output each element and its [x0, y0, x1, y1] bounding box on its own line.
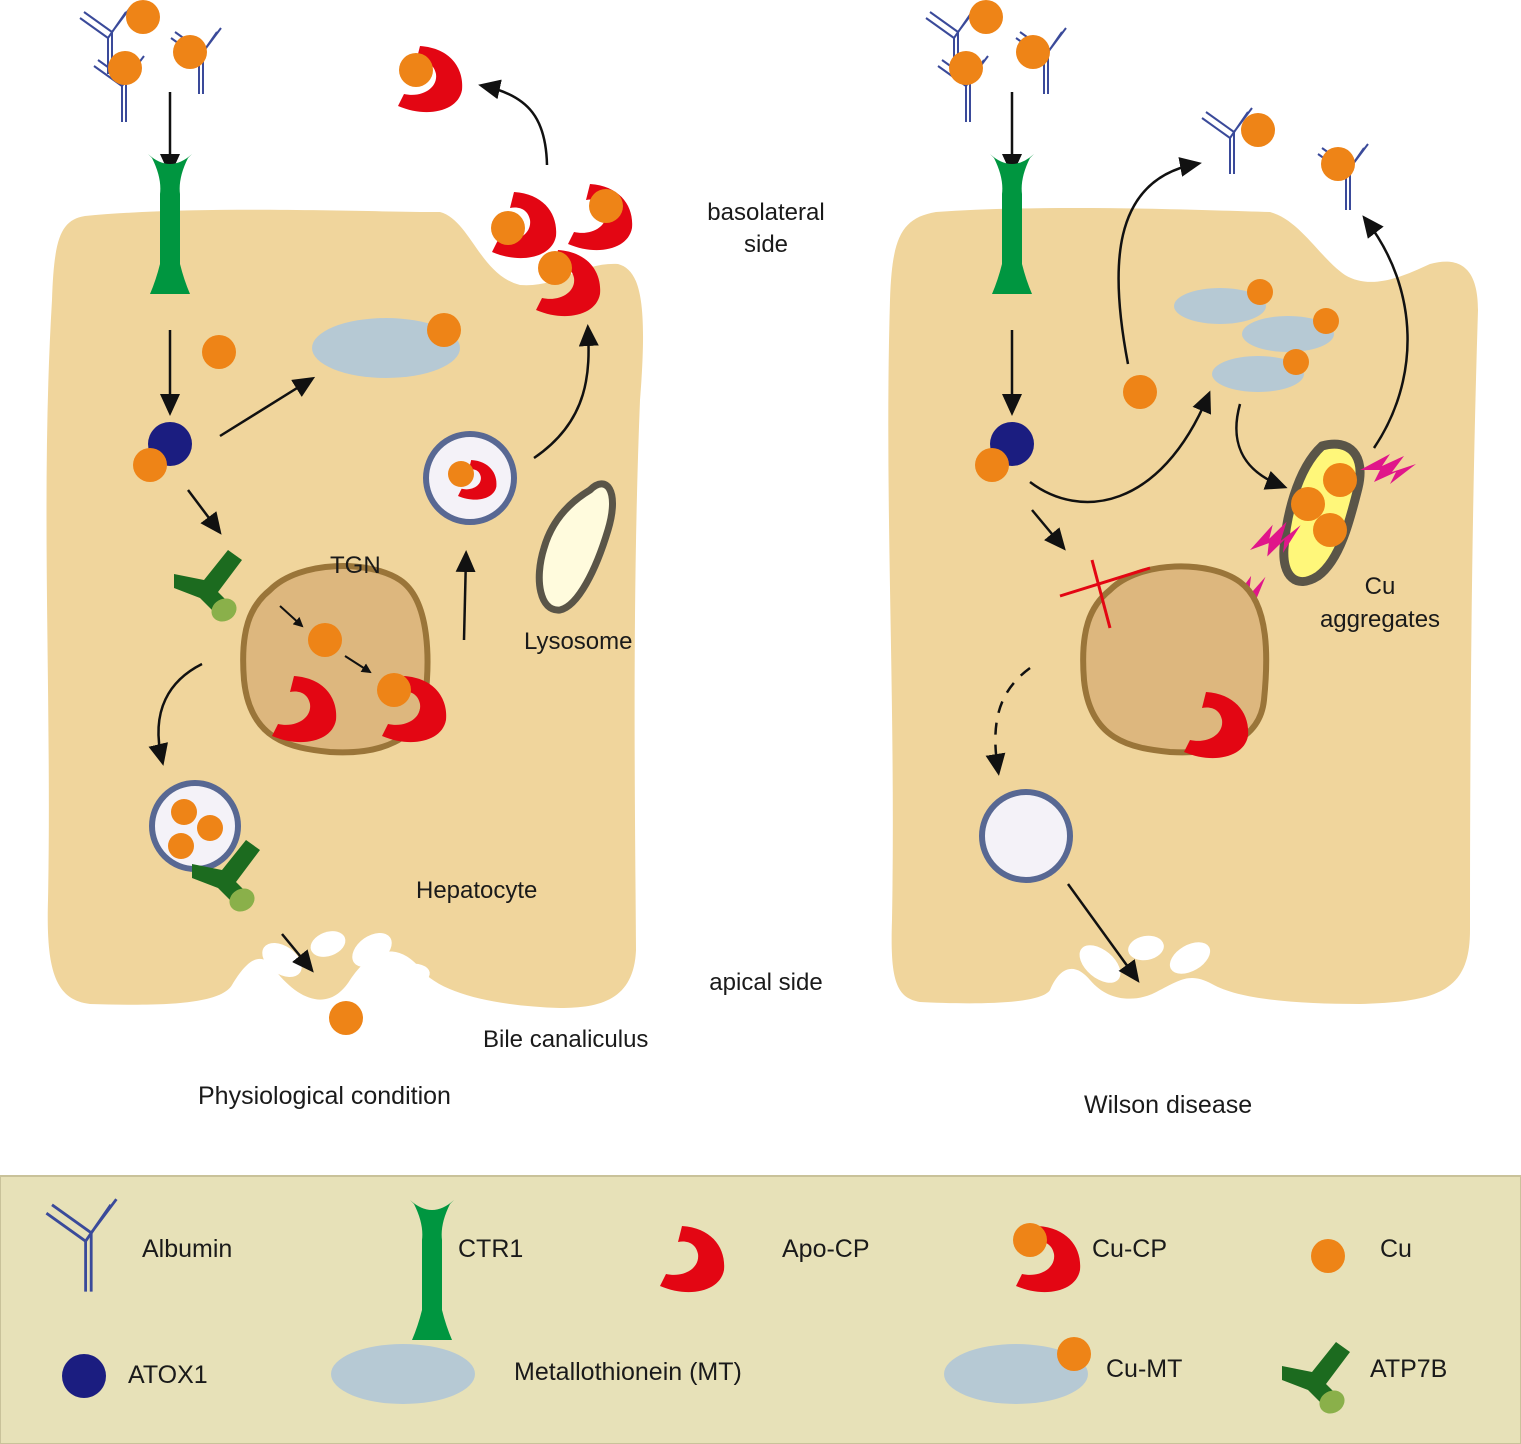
legend: Albumin CTR1 Apo-CP Cu-CP Cu ATOX1 Metal…: [0, 1175, 1521, 1444]
copper-icon: [1323, 463, 1357, 497]
arrow-icon: [148, 662, 203, 766]
legend-item-ctr1: CTR1: [410, 1200, 523, 1340]
arrow-icon: [281, 933, 314, 973]
caption-physiological: Physiological condition: [198, 1082, 451, 1110]
copper-icon: [1313, 513, 1347, 547]
copper-icon: [108, 51, 142, 85]
legend-label-atox1: ATOX1: [128, 1361, 208, 1389]
copper-icon: [448, 461, 474, 487]
legend-item-cu-cp: Cu-CP: [1013, 1223, 1167, 1293]
copper-icon: [197, 815, 223, 841]
copper-icon: [1016, 35, 1050, 69]
label-basolateral: basolateral: [707, 199, 824, 226]
copper-icon: [202, 335, 236, 369]
label-hepatocyte: Hepatocyte: [416, 877, 537, 904]
metallothionein-icon: [1242, 316, 1334, 352]
legend-label-cu: Cu: [1380, 1235, 1412, 1263]
copper-icon: [1311, 1239, 1345, 1273]
copper-icon: [377, 673, 411, 707]
left-tgn-nucleus: [240, 563, 431, 756]
transport-vesicle-icon: [149, 780, 241, 872]
right-panel: Cu aggregates Wilson disease: [888, 0, 1478, 1119]
arrow-icon: [219, 376, 316, 438]
label-bile-canaliculus: Bile canaliculus: [483, 1026, 648, 1053]
copper-icon: [399, 53, 433, 87]
label-lysosome: Lysosome: [524, 628, 633, 655]
copper-icon: [427, 313, 461, 347]
copper-icon: [171, 799, 197, 825]
empty-vesicle-icon: [979, 789, 1073, 883]
copper-icon: [173, 35, 207, 69]
legend-label-albumin: Albumin: [142, 1235, 232, 1263]
copper-icon: [538, 251, 572, 285]
atp7b-defect-icon: [1059, 559, 1151, 629]
arrow-icon: [533, 324, 599, 460]
arrow-icon: [1235, 403, 1288, 490]
arrow-icon: [985, 666, 1031, 776]
copper-icon: [329, 1001, 363, 1035]
copper-icon: [969, 0, 1003, 34]
metallothionein-icon: [331, 1344, 475, 1404]
copper-icon: [949, 51, 983, 85]
copper-icon: [1123, 375, 1157, 409]
copper-icon: [1057, 1337, 1091, 1371]
legend-item-cu-mt: Cu-MT: [944, 1337, 1182, 1404]
metallothionein-icon: [312, 318, 460, 378]
legend-label-cu-cp: Cu-CP: [1092, 1235, 1167, 1263]
legend-label-ctr1: CTR1: [458, 1235, 523, 1263]
copper-icon: [1283, 349, 1309, 375]
arrow-icon: [455, 550, 476, 641]
arrow-icon: [478, 79, 549, 166]
arrow-icon: [344, 655, 372, 674]
copper-icon: [589, 189, 623, 223]
label-apical-side: apical side: [709, 969, 822, 996]
arrow-icon: [187, 489, 222, 535]
copper-icon: [1013, 1223, 1047, 1257]
arrow-icon: [1029, 390, 1211, 504]
albumin-icon: [1201, 107, 1253, 175]
legend-background: [0, 1175, 1521, 1444]
copper-icon: [168, 833, 194, 859]
left-bile-canaliculus-shape: [262, 931, 430, 989]
copper-icon: [308, 623, 342, 657]
left-lysosome-icon: [535, 480, 616, 614]
legend-label-atp7b: ATP7B: [1370, 1355, 1447, 1383]
caption-wilson-disease: Wilson disease: [1084, 1091, 1252, 1119]
label-cu-aggregates-1: Cu: [1365, 573, 1396, 600]
copper-icon: [1321, 147, 1355, 181]
label-basolateral-side: side: [744, 231, 788, 258]
legend-label-mt: Metallothionein (MT): [514, 1358, 742, 1386]
arrow-icon: [1066, 883, 1140, 983]
copper-icon: [491, 211, 525, 245]
legend-item-atox1: ATOX1: [62, 1354, 208, 1398]
right-bile-canaliculus-shape: [1079, 935, 1211, 983]
metallothionein-icon: [944, 1344, 1088, 1404]
arrow-icon: [1117, 157, 1202, 365]
legend-label-cu-mt: Cu-MT: [1106, 1355, 1182, 1383]
legend-label-apo-cp: Apo-CP: [782, 1235, 870, 1263]
copper-icon: [126, 0, 160, 34]
copper-icon: [1247, 279, 1273, 305]
copper-icon: [133, 448, 167, 482]
label-tgn: TGN: [330, 552, 381, 579]
copper-icon: [1313, 308, 1339, 334]
label-cu-aggregates-2: aggregates: [1320, 606, 1440, 633]
left-panel: TGN Lysosome Hepatocyte Bile canaliculus…: [46, 0, 648, 1110]
metallothionein-icon: [1212, 356, 1304, 392]
legend-item-albumin: Albumin: [45, 1197, 232, 1293]
copper-icon: [975, 448, 1009, 482]
legend-item-cu: Cu: [1311, 1235, 1412, 1273]
atox1-icon: [62, 1354, 106, 1398]
legend-item-atp7b: ATP7B: [1282, 1342, 1447, 1419]
arrow-icon: [1362, 215, 1409, 449]
copper-icon: [1291, 487, 1325, 521]
arrow-icon: [279, 605, 304, 628]
copper-icon: [1241, 113, 1275, 147]
legend-item-apo-cp: Apo-CP: [660, 1226, 870, 1293]
arrow-icon: [1031, 509, 1066, 551]
legend-item-mt: Metallothionein (MT): [331, 1344, 742, 1404]
metallothionein-icon: [1174, 288, 1266, 324]
